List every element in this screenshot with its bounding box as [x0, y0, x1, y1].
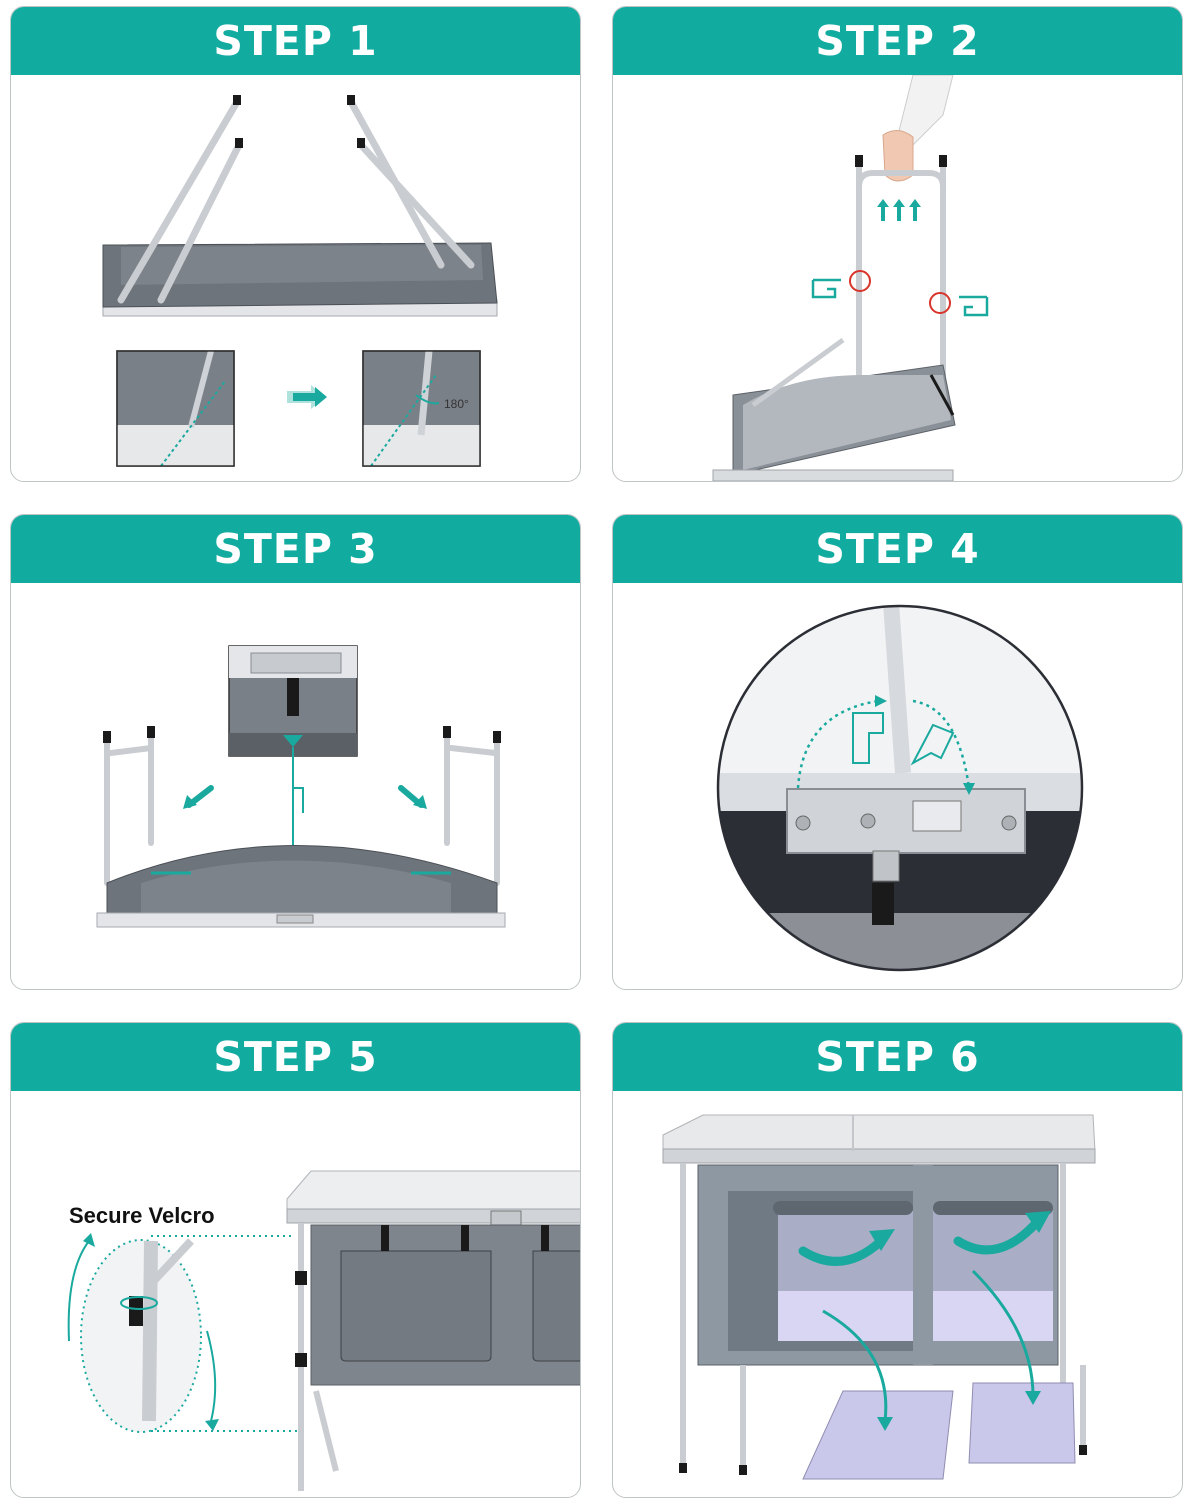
- step-3-panel: STEP 3: [10, 514, 581, 990]
- shelf-board-right: [968, 1382, 1076, 1464]
- shelf-board-left: [802, 1390, 954, 1480]
- step-2-header: STEP 2: [613, 7, 1182, 75]
- step-3-header: STEP 3: [11, 515, 580, 583]
- rotation-degree-label: 180°: [444, 397, 469, 411]
- step-1-illustration: 180°: [11, 75, 580, 481]
- step-1-title: STEP 1: [213, 17, 378, 65]
- magnify-circle-icon: [849, 270, 871, 292]
- step-4-panel: STEP 4: [612, 514, 1183, 990]
- step-2-panel: STEP 2: [612, 6, 1183, 482]
- step-6-header: STEP 6: [613, 1023, 1182, 1091]
- arrow-icon: [186, 785, 424, 808]
- step-6-panel: STEP 6: [612, 1022, 1183, 1498]
- rotate-arrow-icon: [67, 1240, 90, 1342]
- step-5-illustration: Secure Velcro: [11, 1091, 580, 1497]
- rotate-arrow-icon: [798, 1216, 1043, 1266]
- magnify-circle-icon: [80, 1238, 202, 1433]
- step-2-title: STEP 2: [815, 17, 980, 65]
- step-6-illustration: [613, 1091, 1182, 1497]
- magnify-circle-icon: [718, 606, 1082, 970]
- step-5-title: STEP 5: [213, 1033, 378, 1081]
- rotate-arrow-icon: [796, 699, 971, 789]
- velcro-label: Secure Velcro: [69, 1203, 215, 1228]
- step-4-header: STEP 4: [613, 515, 1182, 583]
- hand-icon: [959, 295, 989, 317]
- step-5-panel: STEP 5 Secure Velcro: [10, 1022, 581, 1498]
- step-3-detail: [228, 645, 358, 757]
- step-2-illustration: [613, 75, 1182, 481]
- step-1-detail-before: [116, 350, 235, 467]
- step-1-header: STEP 1: [11, 7, 580, 75]
- step-4-illustration: [613, 583, 1182, 989]
- arrow-icon: [877, 199, 921, 221]
- step-1-panel: STEP 1: [10, 6, 581, 482]
- step-4-title: STEP 4: [815, 525, 980, 573]
- magnify-circle-icon: [929, 292, 951, 314]
- arrow-icon: [287, 385, 327, 409]
- arrow-icon: [822, 1269, 1035, 1422]
- step-1-detail-after: 180°: [362, 350, 481, 467]
- step-6-title: STEP 6: [815, 1033, 980, 1081]
- pointing-hand-icon: [811, 278, 841, 299]
- step-3-illustration: [11, 583, 580, 989]
- step-3-title: STEP 3: [213, 525, 378, 573]
- step-5-header: STEP 5: [11, 1023, 580, 1091]
